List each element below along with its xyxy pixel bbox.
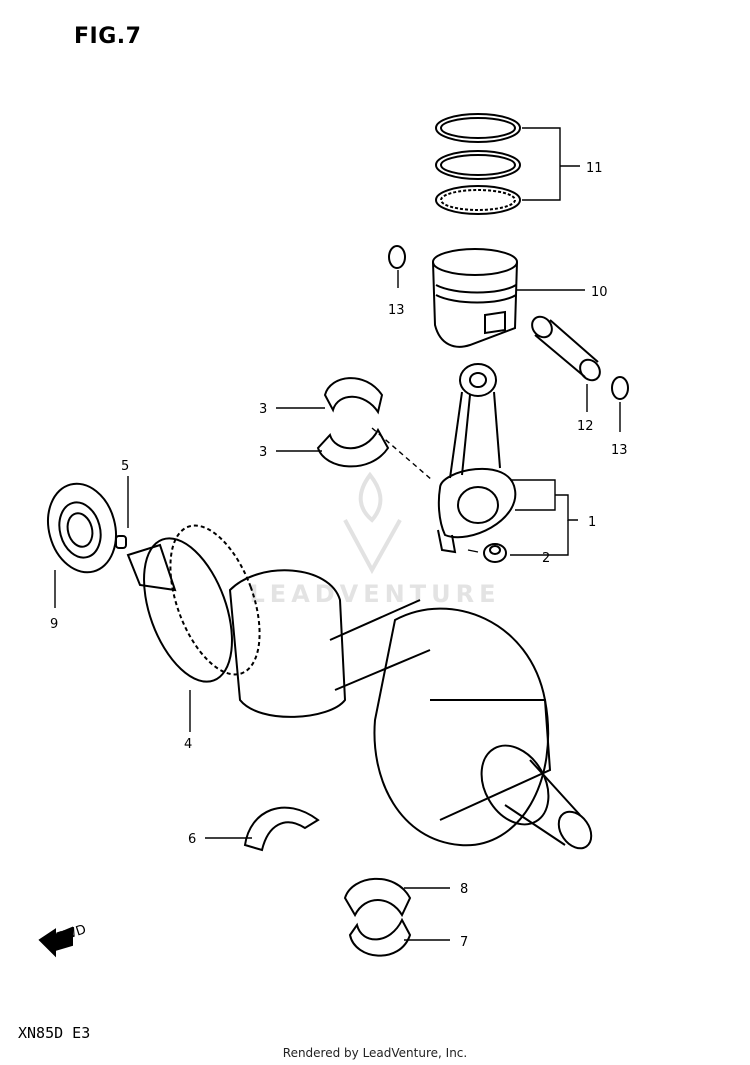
- figure-title: FIG.7: [74, 24, 142, 49]
- fwd-arrow-icon: [38, 926, 73, 958]
- wrist-pin: [531, 315, 601, 382]
- model-code: XN85D E3: [18, 1024, 91, 1042]
- callout-label: 9: [50, 617, 58, 632]
- callout-label: 7: [460, 935, 468, 950]
- main-bearing-lower: [348, 917, 412, 957]
- rod-nut: [483, 543, 507, 563]
- crankshaft: [126, 524, 593, 850]
- thrust-bearing: [243, 806, 320, 852]
- callout-label: 1: [588, 515, 596, 530]
- watermark: LEADVENTURE: [249, 580, 501, 608]
- callout-labels: 11 10 13 12 13 3 3 1 2 5 9 4 6 8 7: [50, 161, 628, 950]
- connecting-rod: [437, 363, 517, 554]
- circlip-lower: [611, 376, 629, 400]
- leader-lines: [54, 127, 621, 941]
- callout-label: 2: [542, 551, 550, 566]
- callout-label: 3: [259, 445, 267, 460]
- callout-label: 5: [121, 459, 129, 474]
- piston-rings: [435, 113, 521, 215]
- callout-label: 11: [586, 161, 603, 176]
- callout-label: 8: [460, 882, 468, 897]
- piston: [432, 248, 518, 348]
- callout-label: 4: [184, 737, 192, 752]
- render-credit: Rendered by LeadVenture, Inc.: [282, 1046, 468, 1060]
- callout-label: 10: [591, 285, 608, 300]
- oil-seal: [47, 482, 117, 574]
- callout-label: 13: [611, 443, 628, 458]
- callout-label: 3: [259, 402, 267, 417]
- dowel-pin: [115, 535, 127, 549]
- callout-label: 6: [188, 832, 196, 847]
- conrod-bearing-lower: [316, 427, 390, 468]
- callout-label: 12: [577, 419, 594, 434]
- conrod-bearing-upper: [323, 377, 384, 415]
- watermark-logo: [343, 471, 402, 575]
- main-bearing-upper: [343, 877, 412, 918]
- circlip-upper: [388, 245, 406, 269]
- callout-label: 13: [388, 303, 405, 318]
